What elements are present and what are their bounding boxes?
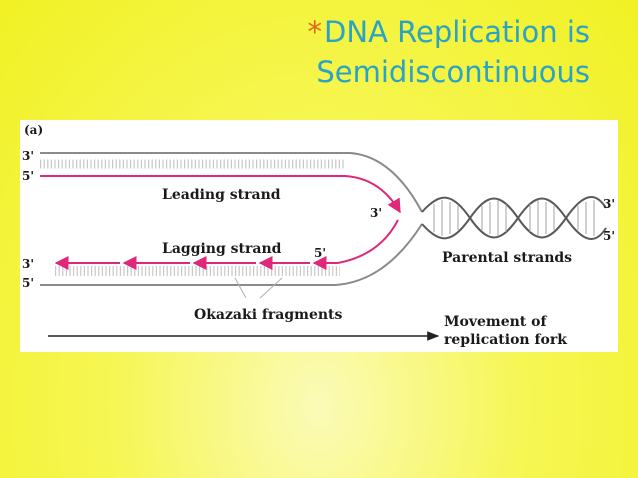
top-strand-5prime-label: 5'	[22, 169, 34, 183]
bottom-strand-5prime-label: 5'	[22, 276, 34, 290]
top-strand-3prime-label: 3'	[22, 149, 34, 163]
helix-rungs	[433, 200, 595, 236]
top-arm	[40, 152, 423, 214]
title-bullet: *	[307, 15, 323, 49]
helix-strand-b	[421, 196, 607, 240]
slide-title: *DNA Replication is Semidiscontinuous	[250, 12, 590, 92]
movement-label-line-2: replication fork	[444, 332, 567, 348]
parental-strands-label: Parental strands	[442, 250, 572, 266]
parental-helix	[421, 196, 607, 240]
leading-end-label: 3'	[370, 206, 382, 220]
movement-label-line-1: Movement of	[444, 314, 547, 330]
bottom-strand-3prime-label: 3'	[22, 257, 34, 271]
parental-5prime-label: 5'	[603, 229, 615, 243]
okazaki-pointer-left	[234, 277, 247, 299]
panel-label: (a)	[24, 123, 43, 137]
parental-3prime-label: 3'	[603, 197, 615, 211]
okazaki-pointer-right	[259, 277, 283, 299]
lagging-end-label: 5'	[314, 246, 326, 260]
replication-fork-figure: (a)	[20, 120, 618, 352]
okazaki-fragments-label: Okazaki fragments	[194, 307, 343, 323]
top-parent-curve	[349, 152, 423, 213]
replication-fork-diagram: (a)	[22, 123, 615, 348]
bottom-parent-curve	[334, 223, 423, 286]
lagging-primer-curve	[337, 219, 399, 264]
title-text-1: DNA Replication is	[324, 15, 590, 49]
title-line-2: Semidiscontinuous	[316, 55, 590, 89]
leading-strand-arrow	[40, 175, 401, 214]
bottom-arm	[40, 219, 423, 299]
lagging-strand-label: Lagging strand	[162, 241, 282, 257]
leading-strand-label: Leading strand	[162, 187, 281, 203]
title-line-1: *DNA Replication is	[250, 12, 590, 52]
